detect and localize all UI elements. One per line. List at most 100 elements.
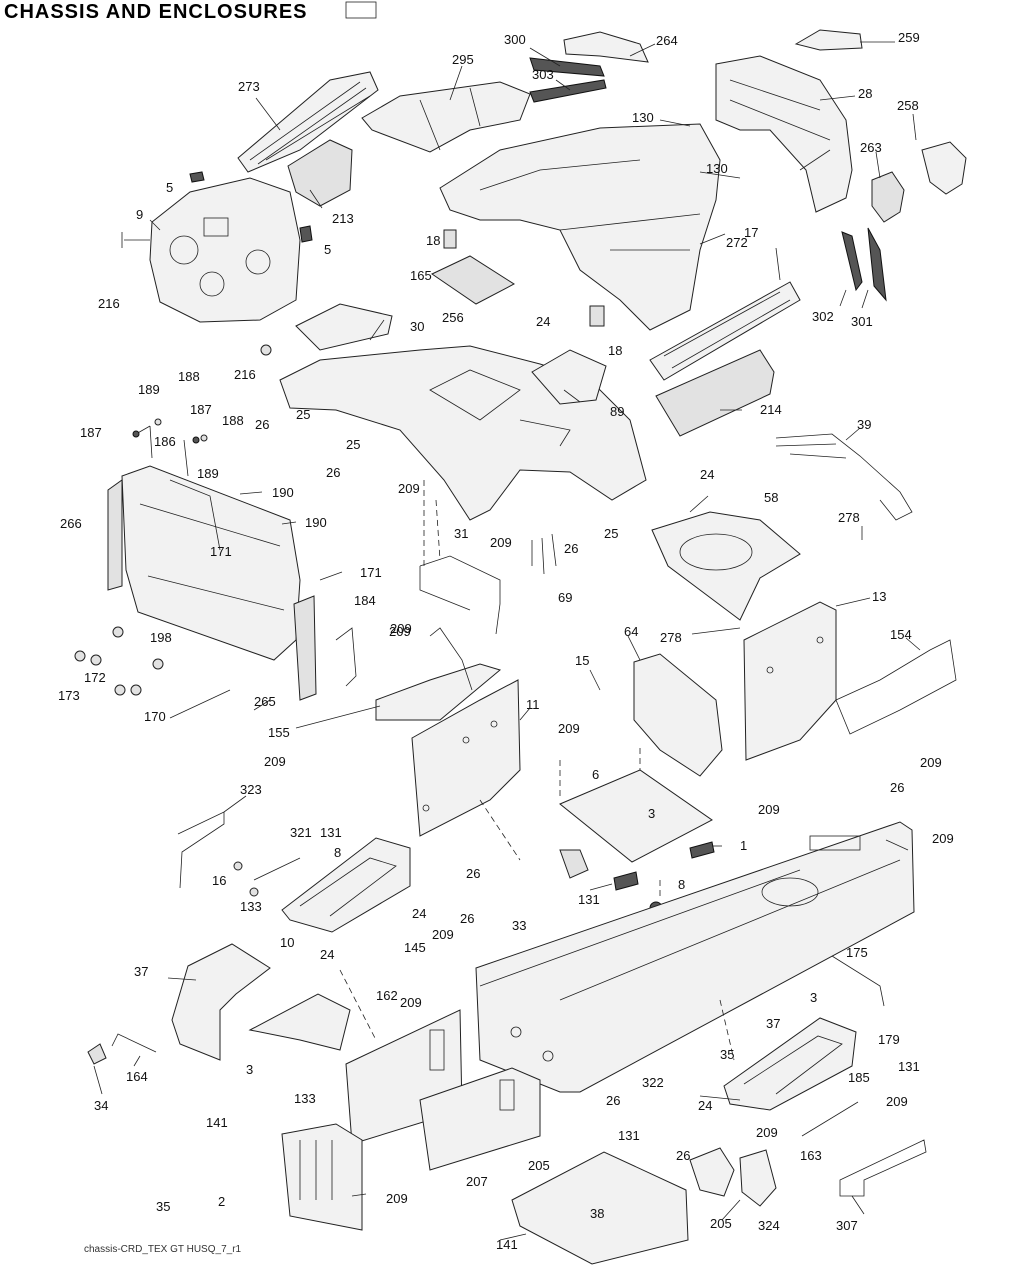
part-31-bracket xyxy=(419,555,501,635)
callout-label: 10 xyxy=(280,935,294,950)
callout-label: 163 xyxy=(800,1148,822,1163)
part-185-pedal-pad xyxy=(87,1043,107,1065)
callout-label: 9 xyxy=(136,207,143,222)
part-302-strip xyxy=(841,231,863,292)
part-322-rod xyxy=(801,1101,859,1137)
callout-label: 214 xyxy=(760,402,782,417)
callout-label: 8 xyxy=(678,877,685,892)
callout-label: 256 xyxy=(442,310,464,325)
callout-label: 302 xyxy=(812,309,834,324)
callout-label: 186 xyxy=(154,434,176,449)
part-64-bracket xyxy=(633,653,723,777)
callout-label: 35 xyxy=(720,1047,734,1062)
callout-label: 216 xyxy=(98,296,120,311)
part-58-shroud xyxy=(651,511,801,621)
callout-label: 324 xyxy=(758,1218,780,1233)
callout-label: 171 xyxy=(210,544,232,559)
leader-lines xyxy=(93,41,921,1241)
part-213-bracket xyxy=(287,139,353,207)
callout-label: 141 xyxy=(206,1115,228,1130)
callout-label: 185 xyxy=(848,1070,870,1085)
callout-label: 209 xyxy=(389,624,411,639)
callout-label: 187 xyxy=(190,402,212,417)
callout-label: 33 xyxy=(512,918,526,933)
callout-label: 216 xyxy=(234,367,256,382)
part-2-bracket xyxy=(281,1123,363,1231)
part-264-headlight-cover xyxy=(563,31,649,63)
part-8-clip-left xyxy=(613,871,639,891)
callout-label: 278 xyxy=(660,630,682,645)
callout-label: 259 xyxy=(898,30,920,45)
callout-label: 213 xyxy=(332,211,354,226)
callout-label: 11 xyxy=(526,697,540,712)
part-179-rod xyxy=(111,1033,157,1053)
callout-label: 170 xyxy=(144,709,166,724)
callout-label: 30 xyxy=(410,319,424,334)
callout-label: 64 xyxy=(624,624,638,639)
callout-label: 209 xyxy=(390,621,412,636)
callout-label: 209 xyxy=(558,721,580,736)
part-303-screen xyxy=(529,79,607,103)
callout-label: 133 xyxy=(240,899,262,914)
callout-label: 13 xyxy=(872,589,886,604)
callout-label: 209 xyxy=(920,755,942,770)
callout-label: 35 xyxy=(156,1199,170,1214)
callout-labels: 300 264 259 273 295 303 28 130 258 130 2… xyxy=(58,30,954,1252)
callout-label: 266 xyxy=(60,516,82,531)
callout-label: 173 xyxy=(58,688,80,703)
callout-label: 24 xyxy=(536,314,550,329)
callout-label: 24 xyxy=(320,947,334,962)
callout-label: 26 xyxy=(326,465,340,480)
part-307-bracket xyxy=(511,1151,689,1265)
callout-label: 209 xyxy=(490,535,512,550)
part-216-knob-right xyxy=(260,344,272,356)
callout-label: 26 xyxy=(564,541,578,556)
callout-label: 89 xyxy=(610,404,624,419)
callout-label: 8 xyxy=(334,845,341,860)
part-301-strip xyxy=(867,227,887,302)
part-33-footrest xyxy=(281,837,411,933)
part-171-bolt xyxy=(319,571,343,581)
callout-label: 131 xyxy=(578,892,600,907)
part-263-light xyxy=(871,171,905,223)
callout-label: 172 xyxy=(84,670,106,685)
part-295-hood-panel xyxy=(361,81,531,153)
part-145-rod xyxy=(831,955,885,1007)
callout-label: 171 xyxy=(360,565,382,580)
part-154-bracket xyxy=(835,639,957,735)
callout-label: 3 xyxy=(810,990,817,1005)
callout-label: 16 xyxy=(212,873,226,888)
part-18-pad-a xyxy=(443,229,457,249)
part-321-rod xyxy=(253,857,301,881)
callout-label: 165 xyxy=(410,268,432,283)
header-box xyxy=(345,1,377,19)
part-5-clip-lower xyxy=(299,225,313,243)
callout-label: 209 xyxy=(932,831,954,846)
callout-label: 307 xyxy=(836,1218,858,1233)
callout-label: 164 xyxy=(126,1069,148,1084)
callout-label: 205 xyxy=(710,1216,732,1231)
part-184-spring xyxy=(335,627,357,687)
callout-label: 131 xyxy=(320,825,342,840)
callout-label: 34 xyxy=(94,1098,108,1113)
callout-label: 263 xyxy=(860,140,882,155)
callout-label: 322 xyxy=(642,1075,664,1090)
callout-label: 188 xyxy=(222,413,244,428)
callout-label: 26 xyxy=(606,1093,620,1108)
header-title: CHASSIS AND ENCLOSURES xyxy=(4,1,308,23)
callout-label: 133 xyxy=(294,1091,316,1106)
callout-label: 179 xyxy=(878,1032,900,1047)
callout-label: 301 xyxy=(851,314,873,329)
callout-label: 26 xyxy=(890,780,904,795)
part-28-front-nose xyxy=(715,55,853,213)
callout-label: 24 xyxy=(698,1098,712,1113)
part-155-support xyxy=(375,663,502,721)
part-266-seal xyxy=(107,479,123,591)
callout-label: 31 xyxy=(454,526,468,541)
footer-drawing-code: chassis-CRD_TEX GT HUSQ_7_r1 xyxy=(84,1244,242,1255)
callout-label: 264 xyxy=(656,33,678,48)
callout-label: 6 xyxy=(592,767,599,782)
callout-label: 15 xyxy=(575,653,589,668)
callout-label: 17 xyxy=(744,225,758,240)
callout-label: 25 xyxy=(296,407,310,422)
